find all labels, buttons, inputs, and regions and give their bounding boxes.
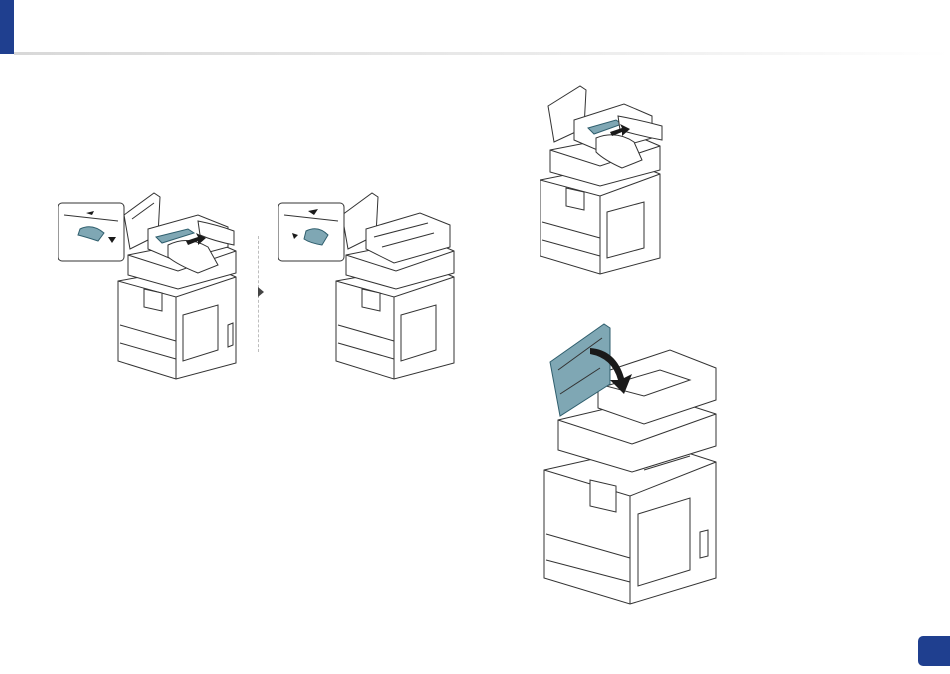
printer-adf-open-remove-paper-icon [58,185,238,380]
printer-adf-close-cover-icon [540,320,720,605]
printer-adf-pull-paper-icon [540,80,670,275]
chevron-right-icon [256,286,266,298]
printer-adf-roller-release-icon [278,185,458,380]
page-number-badge [918,636,950,666]
header-accent-bar [0,0,14,54]
header-divider [14,52,950,55]
